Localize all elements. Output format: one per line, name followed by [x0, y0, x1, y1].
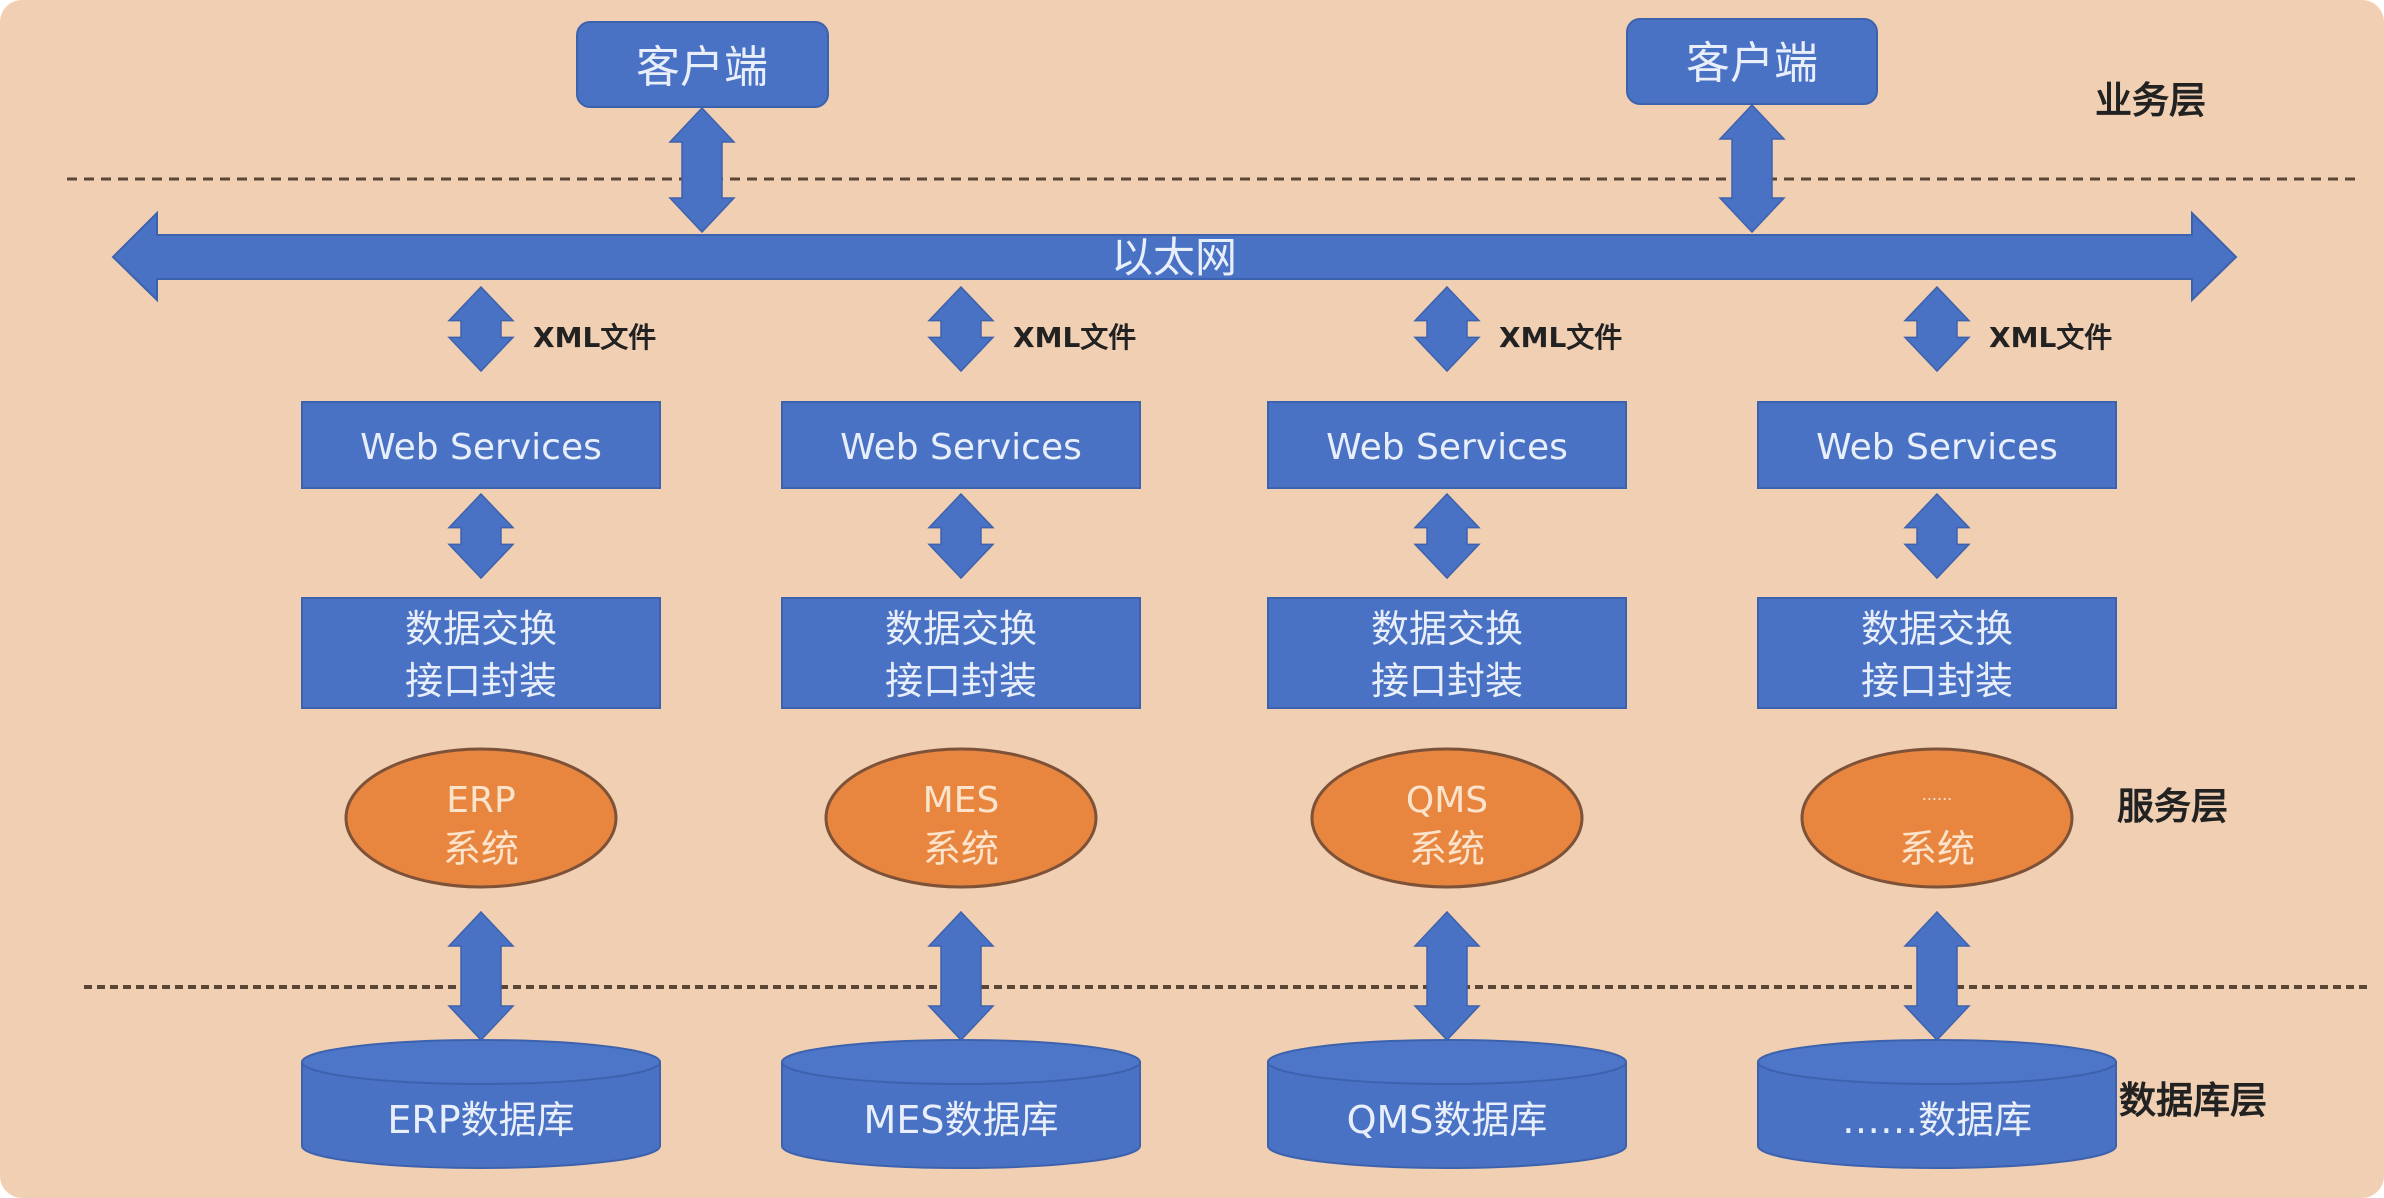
system-type-label: 系统	[443, 827, 519, 871]
xml-transfer-arrow	[447, 285, 515, 373]
client-connection-arrow	[668, 106, 736, 234]
data-exchange-label-line1: 数据交换	[1861, 607, 2013, 651]
ws-exchange-arrow	[1903, 492, 1971, 580]
data-exchange-label-line1: 数据交换	[1371, 607, 1523, 651]
xml-transfer-arrow	[1903, 285, 1971, 373]
system-type-label: 系统	[1899, 827, 1975, 871]
database-cylinder[interactable]: ……数据库	[1757, 1039, 2117, 1169]
xml-file-label: XML文件	[1989, 321, 2112, 354]
system-type-label: 系统	[923, 827, 999, 871]
system-name-label: ERP	[446, 780, 515, 821]
database-label: ……数据库	[1842, 1098, 2032, 1142]
layer-label-business: 业务层	[2095, 79, 2206, 122]
system-node[interactable]: ERP 系统	[344, 747, 618, 889]
client-box[interactable]: 客户端	[576, 21, 829, 108]
database-top	[1267, 1039, 1627, 1085]
data-exchange-label-line2: 接口封装	[885, 659, 1037, 703]
system-node[interactable]: QMS 系统	[1310, 747, 1584, 889]
ws-exchange-arrow	[447, 492, 515, 580]
system-type-label: 系统	[1409, 827, 1485, 871]
system-database-arrow	[1903, 910, 1971, 1042]
xml-transfer-arrow	[1413, 285, 1481, 373]
data-exchange-label-line2: 接口封装	[1861, 659, 2013, 703]
system-name-label: MES	[923, 780, 1000, 821]
system-node[interactable]: MES 系统	[824, 747, 1098, 889]
database-label: ERP数据库	[387, 1098, 574, 1142]
system-database-arrow	[927, 910, 995, 1042]
client-label: 客户端	[1686, 38, 1818, 89]
database-label: MES数据库	[864, 1098, 1059, 1142]
database-label: QMS数据库	[1347, 1098, 1548, 1142]
ethernet-label: 以太网	[1111, 233, 1237, 282]
data-exchange-label-line1: 数据交换	[405, 607, 557, 651]
system-node[interactable]: ...... 系统	[1800, 747, 2074, 889]
client-box[interactable]: 客户端	[1626, 18, 1878, 105]
data-exchange-label-line2: 接口封装	[1371, 659, 1523, 703]
xml-transfer-arrow	[927, 285, 995, 373]
web-services-label: Web Services	[1816, 427, 2058, 468]
client-label: 客户端	[636, 42, 768, 93]
web-services-box[interactable]: Web Services	[781, 401, 1141, 489]
ws-exchange-arrow	[927, 492, 995, 580]
system-name-label: ......	[1922, 785, 1953, 804]
database-top	[781, 1039, 1141, 1085]
web-services-box[interactable]: Web Services	[301, 401, 661, 489]
xml-file-label: XML文件	[1013, 321, 1136, 354]
database-top	[1757, 1039, 2117, 1085]
xml-file-label: XML文件	[1499, 321, 1622, 354]
web-services-label: Web Services	[360, 427, 602, 468]
database-cylinder[interactable]: QMS数据库	[1267, 1039, 1627, 1169]
ethernet-bus-arrow	[111, 210, 2238, 303]
data-exchange-label-line2: 接口封装	[405, 659, 557, 703]
xml-file-label: XML文件	[533, 321, 656, 354]
database-cylinder[interactable]: MES数据库	[781, 1039, 1141, 1169]
system-database-arrow	[1413, 910, 1481, 1042]
client-connection-arrow	[1718, 103, 1786, 234]
layer-label-database: 数据库层	[2119, 1079, 2267, 1122]
web-services-label: Web Services	[1326, 427, 1568, 468]
database-cylinder[interactable]: ERP数据库	[301, 1039, 661, 1169]
ws-exchange-arrow	[1413, 492, 1481, 580]
web-services-box[interactable]: Web Services	[1757, 401, 2117, 489]
data-exchange-label-line1: 数据交换	[885, 607, 1037, 651]
database-top	[301, 1039, 661, 1085]
web-services-label: Web Services	[840, 427, 1082, 468]
system-database-arrow	[447, 910, 515, 1042]
layer-label-service: 服务层	[2117, 785, 2228, 828]
web-services-box[interactable]: Web Services	[1267, 401, 1627, 489]
system-name-label: QMS	[1406, 780, 1488, 821]
